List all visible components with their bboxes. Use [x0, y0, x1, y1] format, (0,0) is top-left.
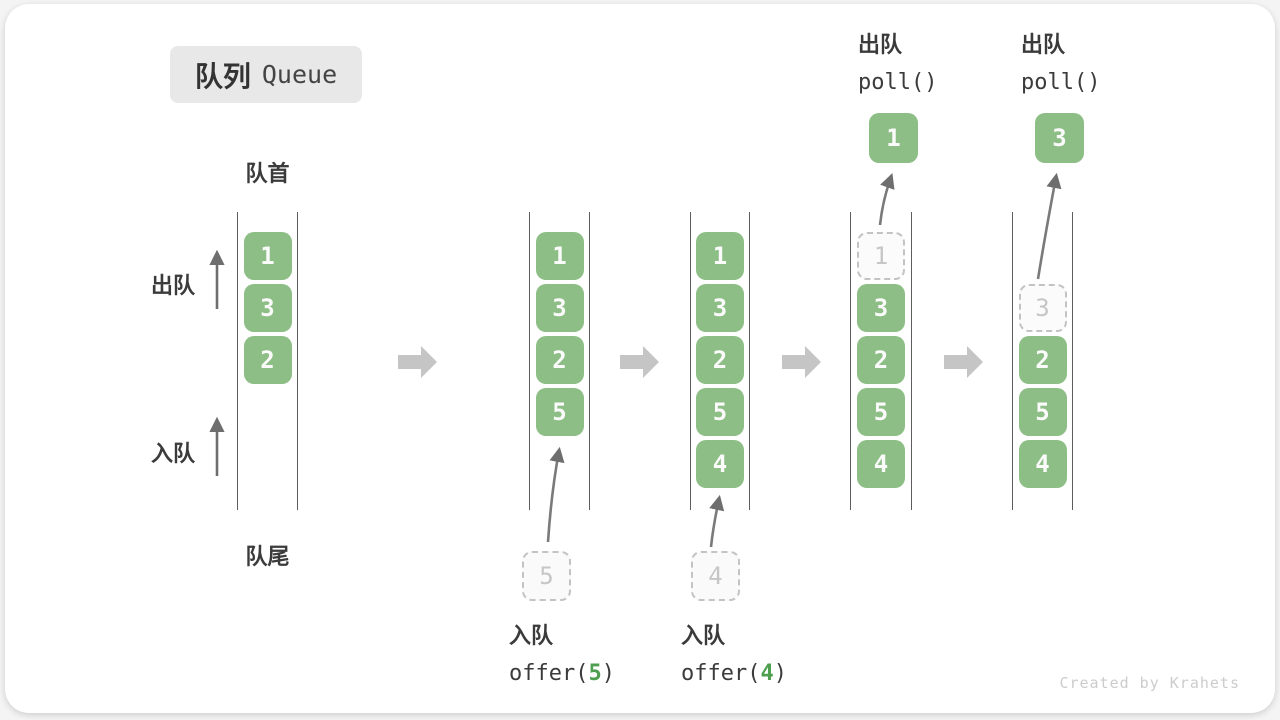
op-offer-5-zh: 入队 [509, 624, 554, 649]
queue-cell-solid: 5 [696, 388, 744, 436]
queue-rear-label: 队尾 [245, 545, 290, 570]
queue-cell-solid: 1 [696, 232, 744, 280]
queue-cell-solid: 4 [857, 440, 905, 488]
queue-cell-solid: 3 [696, 284, 744, 332]
queue-cell-solid: 3 [243, 284, 292, 332]
queue-cell-solid: 3 [535, 284, 584, 332]
op-offer-4: 入队 offer(4) [681, 618, 787, 692]
queue-cell-solid: 1 [243, 232, 292, 280]
enqueue-side-label: 入队 [151, 442, 196, 467]
dequeue-output-box: 3 [1035, 113, 1084, 163]
flow-arrow-icon [782, 346, 821, 378]
flow-arrow-icon [944, 346, 983, 378]
flow-arrow-icon [398, 346, 437, 378]
queue-cell-solid: 2 [696, 336, 744, 384]
op-poll-2-zh: 出队 [1021, 33, 1066, 58]
queue-cell-solid: 5 [857, 388, 905, 436]
queue-cell-solid: 3 [857, 284, 905, 332]
title-en: Queue [261, 60, 338, 89]
op-poll-2: 出队 poll() [1021, 27, 1100, 101]
op-offer-5: 入队 offer(5) [509, 618, 615, 692]
op-offer-5-code: offer(5) [509, 661, 615, 686]
queue-cell-solid: 5 [1018, 388, 1067, 436]
dequeue-side-label: 出队 [151, 274, 196, 299]
queue-cell-solid: 2 [535, 336, 584, 384]
op-poll-1-code: poll() [858, 70, 938, 95]
op-offer-4-code: offer(4) [681, 661, 787, 686]
dequeue-output-box: 1 [869, 113, 918, 163]
queue-cell-solid: 2 [243, 336, 292, 384]
queue-cell-dashed: 3 [1018, 284, 1067, 332]
op-poll-2-code: poll() [1021, 70, 1101, 95]
queue-front-label: 队首 [245, 162, 290, 187]
title-zh: 队列 [194, 59, 251, 93]
queue-cell-dashed: 1 [857, 232, 905, 280]
queue-cell-solid: 2 [1018, 336, 1067, 384]
queue-cell-solid: 4 [1018, 440, 1067, 488]
flow-arrow-icon [620, 346, 659, 378]
op-poll-1-zh: 出队 [858, 33, 903, 58]
watermark: Created by Krahets [1059, 674, 1240, 692]
queue-cell-solid: 2 [857, 336, 905, 384]
enqueue-input-box: 4 [691, 551, 740, 601]
queue-cell-solid: 5 [535, 388, 584, 436]
queue-cell-solid: 4 [696, 440, 744, 488]
op-poll-1: 出队 poll() [858, 27, 937, 101]
op-offer-4-zh: 入队 [681, 624, 726, 649]
enqueue-input-box: 5 [522, 551, 571, 601]
title-badge: 队列 Queue [170, 46, 362, 103]
queue-cell-solid: 1 [535, 232, 584, 280]
